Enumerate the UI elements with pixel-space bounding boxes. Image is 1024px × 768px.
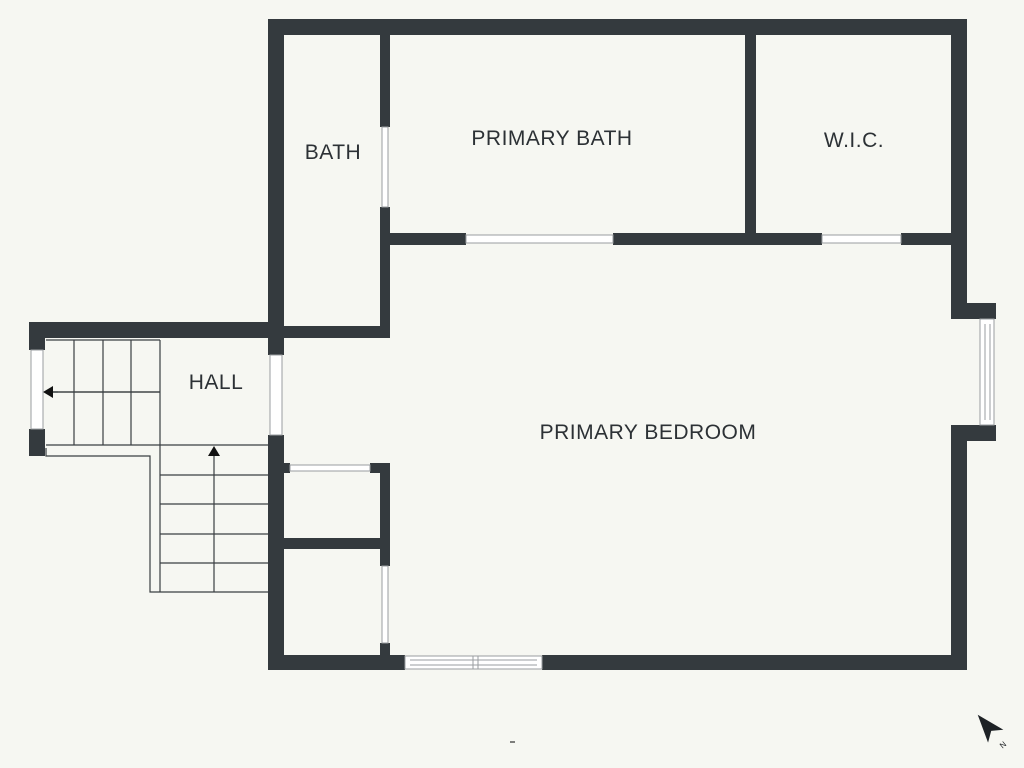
hall-doorway — [269, 354, 283, 436]
stair-outline — [45, 448, 160, 593]
bath-doorway — [381, 126, 389, 208]
lower-closet-doorway — [381, 565, 389, 644]
room-label-primary-bedroom: PRIMARY BEDROOM — [540, 421, 757, 444]
room-label-wic: W.I.C. — [824, 129, 884, 152]
primary-bath-doorway — [465, 234, 614, 244]
lower-stair-run — [159, 444, 268, 593]
room-label-hall: HALL — [189, 371, 244, 394]
upper-stair-run — [46, 339, 161, 446]
stair-arrow-up-icon — [208, 446, 220, 456]
right-bay-window — [979, 318, 995, 426]
room-label-primary-bath: PRIMARY BATH — [471, 127, 632, 150]
bottom-window — [404, 655, 543, 670]
stair-opening — [30, 349, 44, 430]
floor-area — [36, 27, 960, 663]
north-compass-icon: N — [977, 714, 1008, 751]
staircase — [45, 339, 268, 593]
stair-arrows — [43, 386, 220, 456]
closet-doorway — [289, 464, 371, 472]
wic-doorway — [821, 234, 902, 244]
stair-arrow-left-icon — [43, 386, 53, 398]
walls — [29, 19, 996, 670]
openings — [30, 126, 995, 670]
compass-north-label: N — [998, 740, 1008, 751]
room-label-bath: BATH — [305, 141, 361, 164]
